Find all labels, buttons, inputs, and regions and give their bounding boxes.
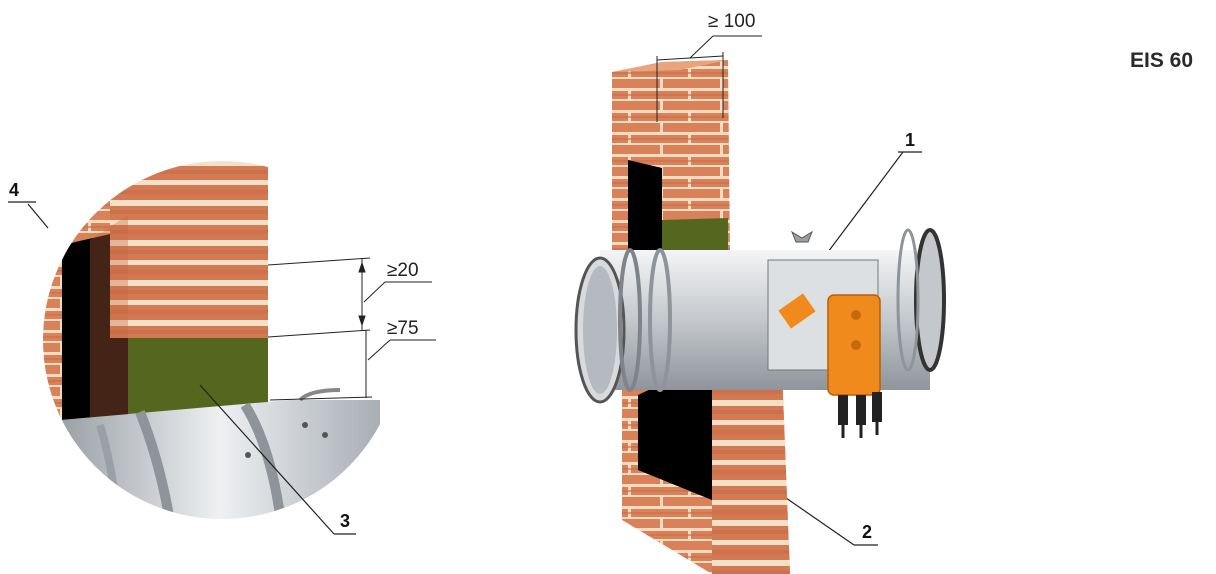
leader-lines bbox=[8, 151, 922, 546]
gap-dimension bbox=[267, 257, 436, 401]
detail-view bbox=[42, 160, 380, 520]
callout-4: 4 bbox=[9, 180, 20, 200]
callout-1: 1 bbox=[905, 130, 916, 150]
wall-thickness-dimension bbox=[656, 35, 762, 122]
callout-3: 3 bbox=[340, 511, 351, 531]
fire-damper bbox=[574, 228, 946, 438]
masonry-wall bbox=[612, 60, 790, 574]
gap-bottom-label: ≥75 bbox=[387, 318, 419, 339]
callout-2: 2 bbox=[862, 522, 873, 542]
wall-thickness-label: ≥ 100 bbox=[708, 11, 756, 32]
gap-top-label: ≥20 bbox=[387, 260, 419, 281]
fire-rating-label: EIS 60 bbox=[1130, 49, 1194, 72]
